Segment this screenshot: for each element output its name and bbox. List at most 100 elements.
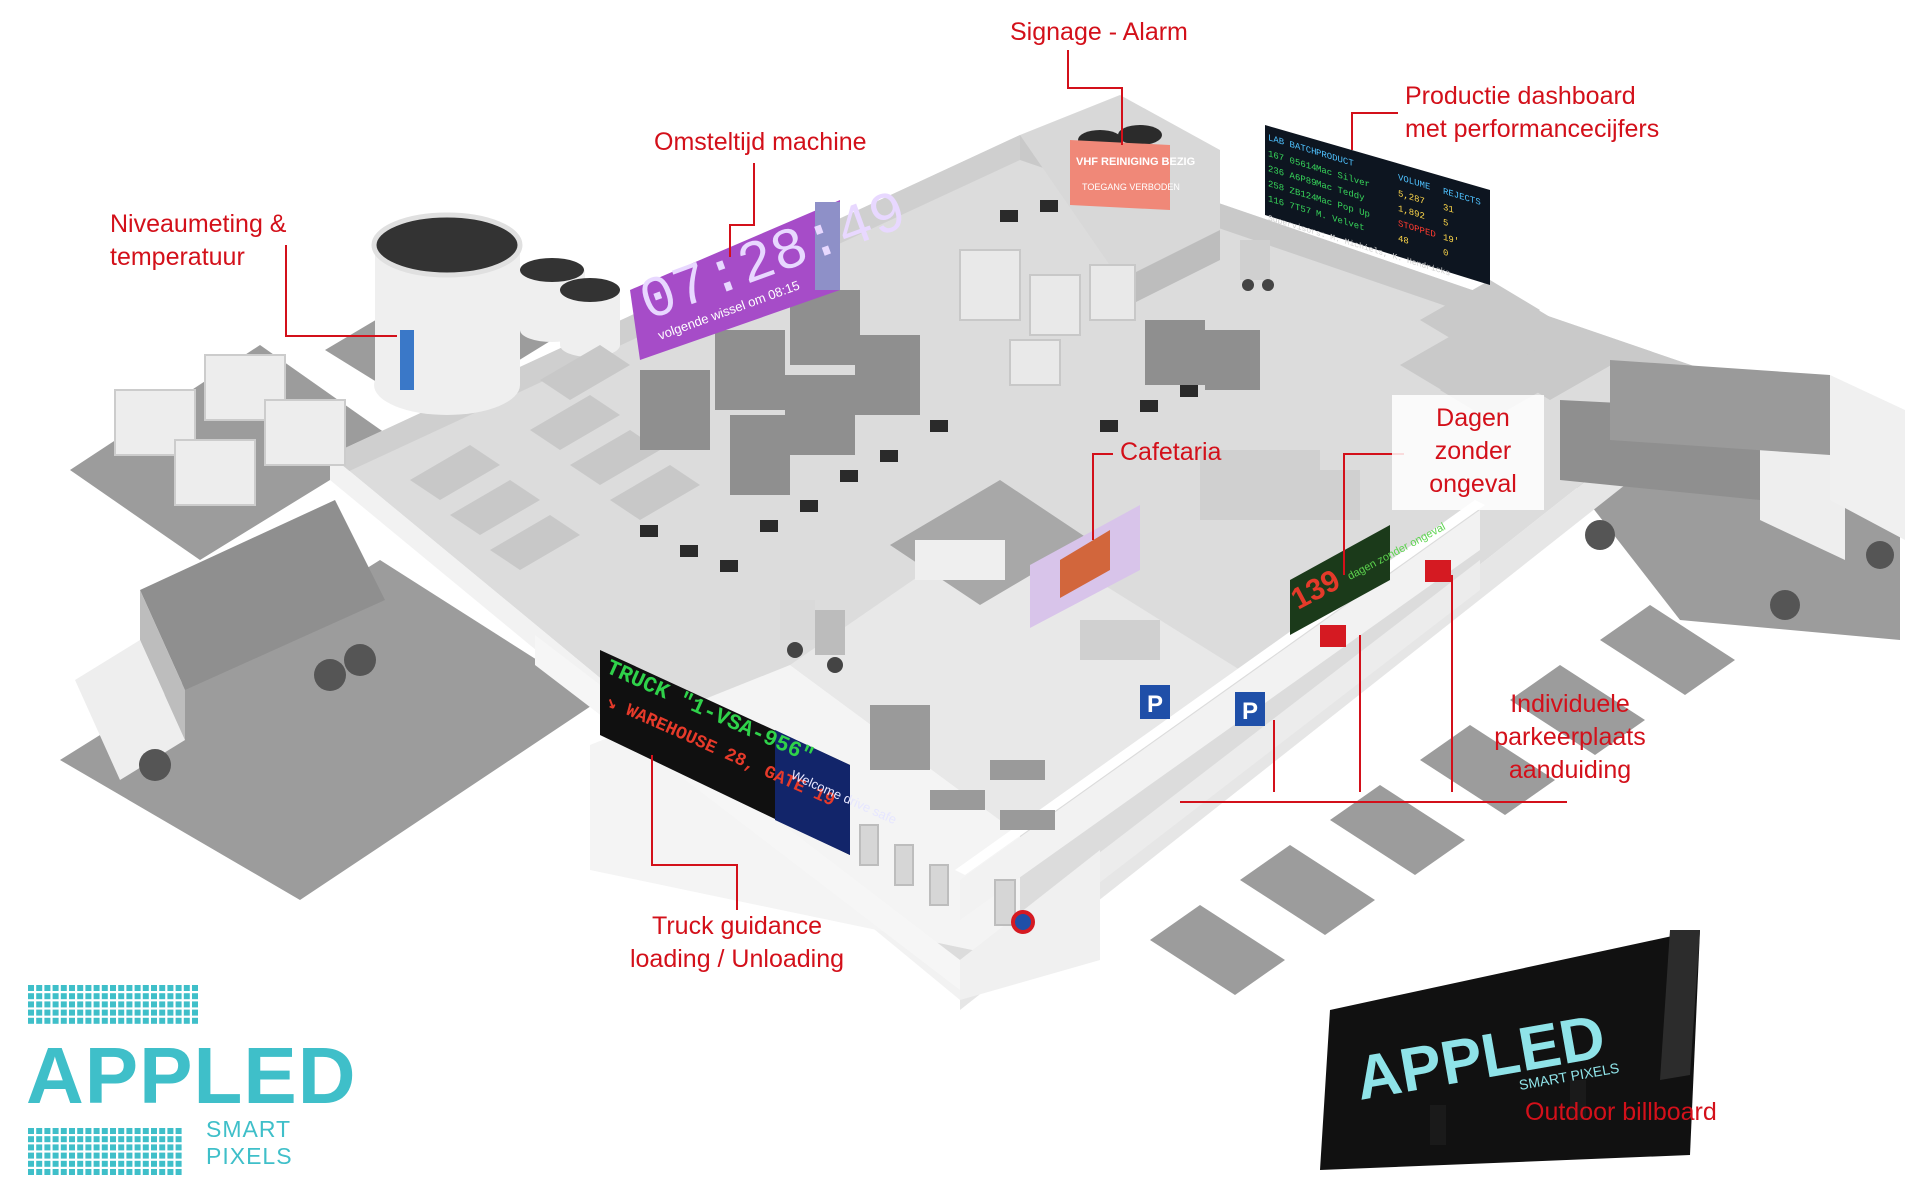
logo-dot [52, 1136, 59, 1143]
logo-dot [192, 993, 198, 1000]
logo-dot [28, 1169, 34, 1175]
logo-dot [69, 1169, 75, 1175]
truck-right-2 [1610, 360, 1905, 569]
logo-dot [134, 1160, 141, 1167]
logo-dot [175, 1169, 182, 1175]
logo-dot [52, 1169, 59, 1175]
logo-dot [126, 1144, 133, 1151]
logo-dot [175, 993, 182, 1000]
logo-dot [118, 1017, 125, 1024]
logo-dot [28, 1160, 34, 1167]
callout-leader-lines [285, 50, 1567, 910]
office-block-top [790, 520, 1240, 835]
logo-dot [44, 985, 51, 991]
logo-dot [69, 993, 75, 1000]
parking-sign-red-1 [1320, 625, 1346, 647]
logo-dot [69, 1136, 75, 1143]
logo-dot [28, 1128, 34, 1134]
logo-dot [167, 1160, 174, 1167]
logo-dot [85, 1160, 92, 1167]
bay-wall [960, 510, 1480, 920]
logo-dot [52, 1144, 59, 1151]
logo-dot [44, 1144, 51, 1151]
outdoor-containers [114, 354, 346, 506]
logo-dot [142, 1001, 149, 1008]
logo-dot [101, 1136, 108, 1143]
left-truck-pad [60, 560, 600, 900]
parking-bays [1150, 605, 1735, 995]
logo-dot [151, 1160, 157, 1167]
warehouse-shelves-right [1400, 280, 1620, 420]
logo-dot [134, 1128, 141, 1134]
logo-dot [175, 1001, 182, 1008]
logo-dot [126, 1169, 133, 1175]
logo-dot [167, 1017, 174, 1024]
logo-dot [192, 1001, 198, 1008]
omsteltijd-screen-side [815, 202, 840, 290]
logo-dot [60, 1160, 67, 1167]
conveyor-items [640, 200, 1198, 572]
logo-dot [36, 1136, 43, 1143]
logo-dot [60, 1017, 67, 1024]
logo-dot [151, 1128, 157, 1134]
logo-dot [77, 1144, 84, 1151]
logo-dot [101, 1160, 108, 1167]
logo-dot [60, 1009, 67, 1016]
logo-dot [110, 1017, 116, 1024]
logo-dot [151, 1152, 157, 1159]
logo-dot [77, 1017, 84, 1024]
logo-dot [126, 993, 133, 1000]
logo-dot [118, 985, 125, 991]
logo-dot [159, 1144, 166, 1151]
logo-dot [77, 1001, 84, 1008]
logo-dot [60, 1128, 67, 1134]
logo-dot [159, 1001, 166, 1008]
logo-dot [175, 1136, 182, 1143]
logo-dot [126, 1160, 133, 1167]
logo-dot [175, 1144, 182, 1151]
logo-dot [159, 1017, 166, 1024]
logo-dot [36, 1160, 43, 1167]
logo-dot [28, 1152, 34, 1159]
logo-dot [167, 985, 174, 991]
logo-dot [110, 1169, 116, 1175]
logo-dot [192, 1017, 198, 1024]
logo-dot [28, 993, 34, 1000]
alarm-screen-text: VHF REINIGING BEZIG [1076, 156, 1195, 168]
logo-dot [134, 1144, 141, 1151]
leader-dagen [1343, 453, 1404, 575]
dashboard-cell: 48 [1398, 233, 1409, 247]
logo-dot [167, 1144, 174, 1151]
logo-dot [167, 1009, 174, 1016]
logo-dot [151, 985, 157, 991]
logo-dot [44, 1128, 51, 1134]
dagen-screen [1290, 525, 1390, 635]
logo-dot [28, 1136, 34, 1143]
leader-niveaumeting [285, 245, 397, 337]
logo-dot [52, 1009, 59, 1016]
logo-dot [101, 1128, 108, 1134]
logo-dot [28, 1009, 34, 1016]
no-parking-sign [1011, 910, 1035, 934]
logo-dot [175, 1152, 182, 1159]
logo-dot [60, 1144, 67, 1151]
logo-dot [134, 1136, 141, 1143]
logo-dot [118, 1128, 125, 1134]
logo-dot [28, 1001, 34, 1008]
logo-dot [36, 1017, 43, 1024]
logo-dot [175, 1128, 182, 1134]
logo-dot [151, 1017, 157, 1024]
logo-dot [167, 1136, 174, 1143]
logo-dot [142, 1152, 149, 1159]
logo-dot [134, 993, 141, 1000]
logo-dot [77, 1169, 84, 1175]
logo-dot [101, 1017, 108, 1024]
logo-dot [93, 985, 100, 991]
logo-dot [142, 993, 149, 1000]
dashboard-cell: 5 [1443, 217, 1448, 229]
callout-omsteltijd-machine: Omsteltijd machine [654, 128, 867, 156]
logo-dot [110, 1160, 116, 1167]
logo-dot [159, 985, 166, 991]
office-furniture [870, 705, 1055, 830]
